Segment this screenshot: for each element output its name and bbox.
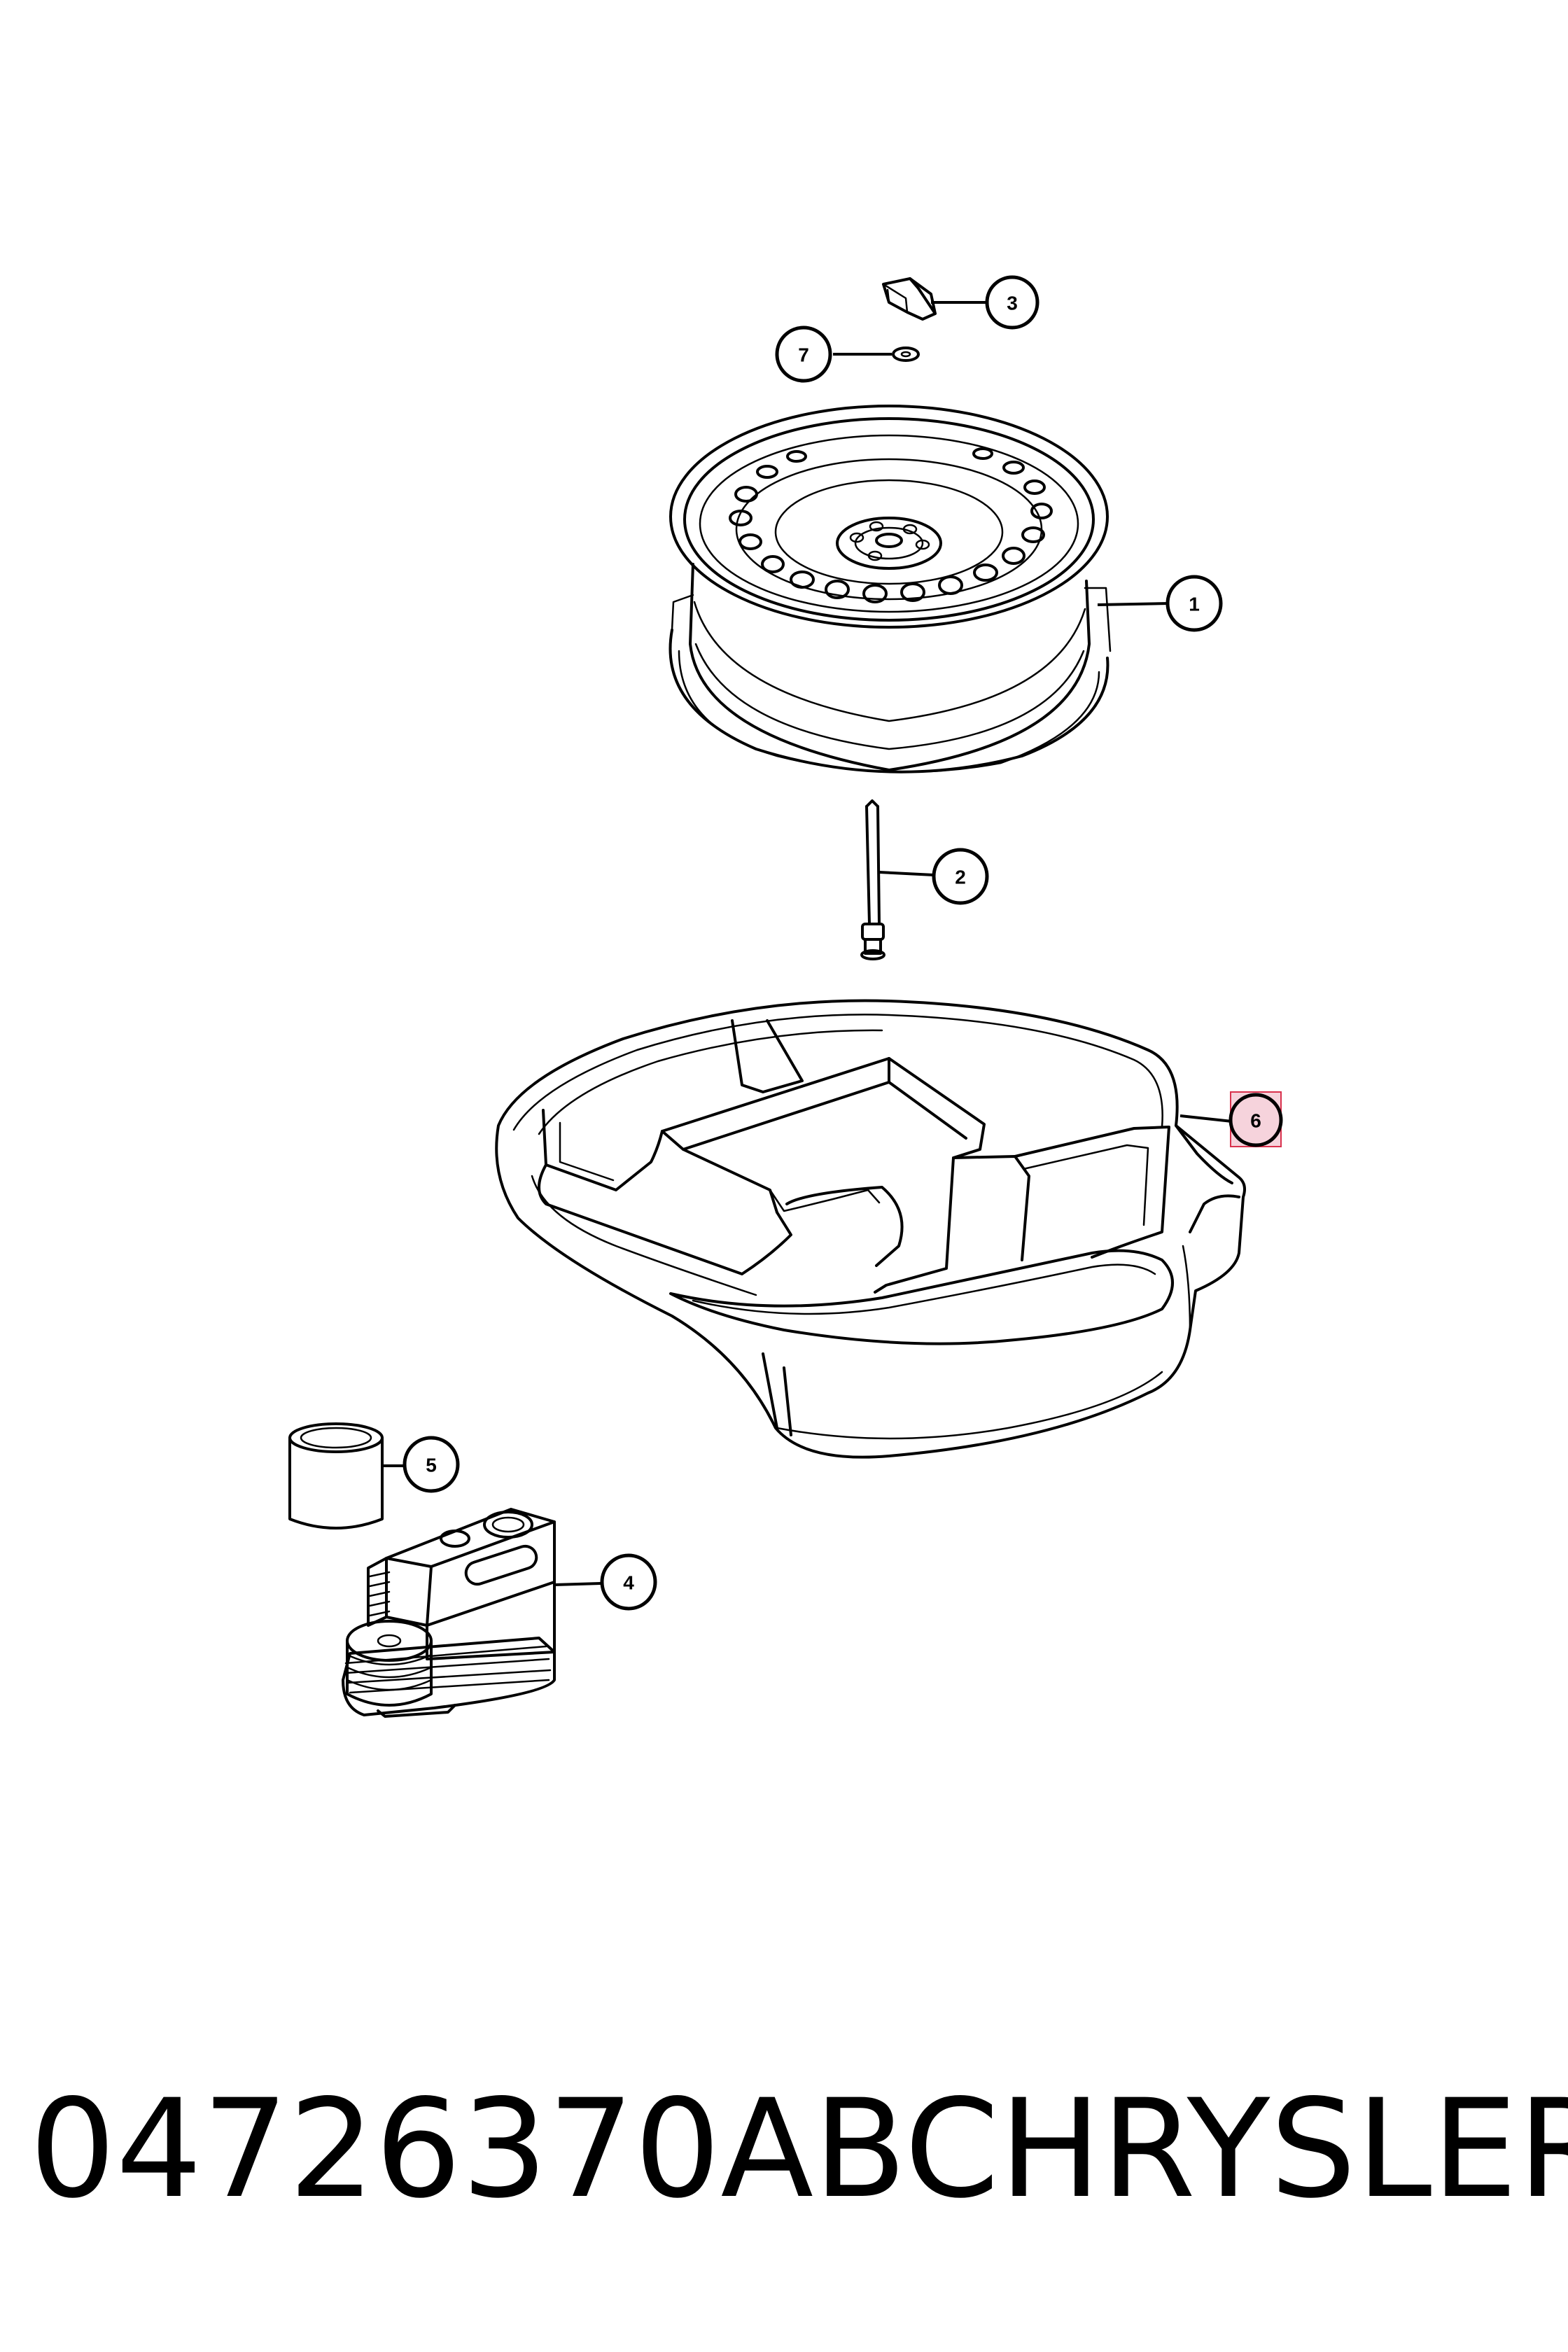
callout-6-label: 6: [1250, 1110, 1261, 1132]
leader-lines: [382, 301, 1233, 1586]
callout-2-label: 2: [955, 867, 966, 888]
callout-7: 7: [775, 326, 832, 383]
wing-nut-drawing: [882, 277, 937, 321]
callout-5-label: 5: [426, 1455, 437, 1476]
callout-2: 2: [932, 848, 989, 905]
bolt-drawing: [860, 799, 886, 960]
callout-1: 1: [1166, 575, 1223, 632]
callout-4: 4: [600, 1553, 657, 1611]
leader-2: [878, 871, 934, 876]
callout-6: 6: [1228, 1091, 1283, 1147]
washer-drawing: [892, 346, 920, 362]
callout-4-label: 4: [623, 1572, 634, 1594]
callout-5: 5: [402, 1436, 460, 1493]
wheel-drawing: [668, 405, 1112, 774]
compressor-drawing: [342, 1508, 556, 1718]
sealant-bottle-drawing: [288, 1422, 384, 1530]
leader-4: [554, 1582, 601, 1586]
callout-7-label: 7: [798, 344, 809, 366]
leader-1: [1097, 602, 1170, 606]
tray-drawing: [495, 999, 1246, 1459]
part-number: 04726370AB: [29, 2070, 907, 2228]
leader-6: [1180, 1114, 1233, 1123]
brand-name: CHRYSLER: [904, 2070, 1568, 2228]
footer: 04726370AB CHRYSLER: [0, 2079, 1568, 2219]
callout-1-label: 1: [1189, 594, 1200, 615]
callout-3-label: 3: [1007, 293, 1018, 314]
callout-3: 3: [985, 275, 1040, 330]
